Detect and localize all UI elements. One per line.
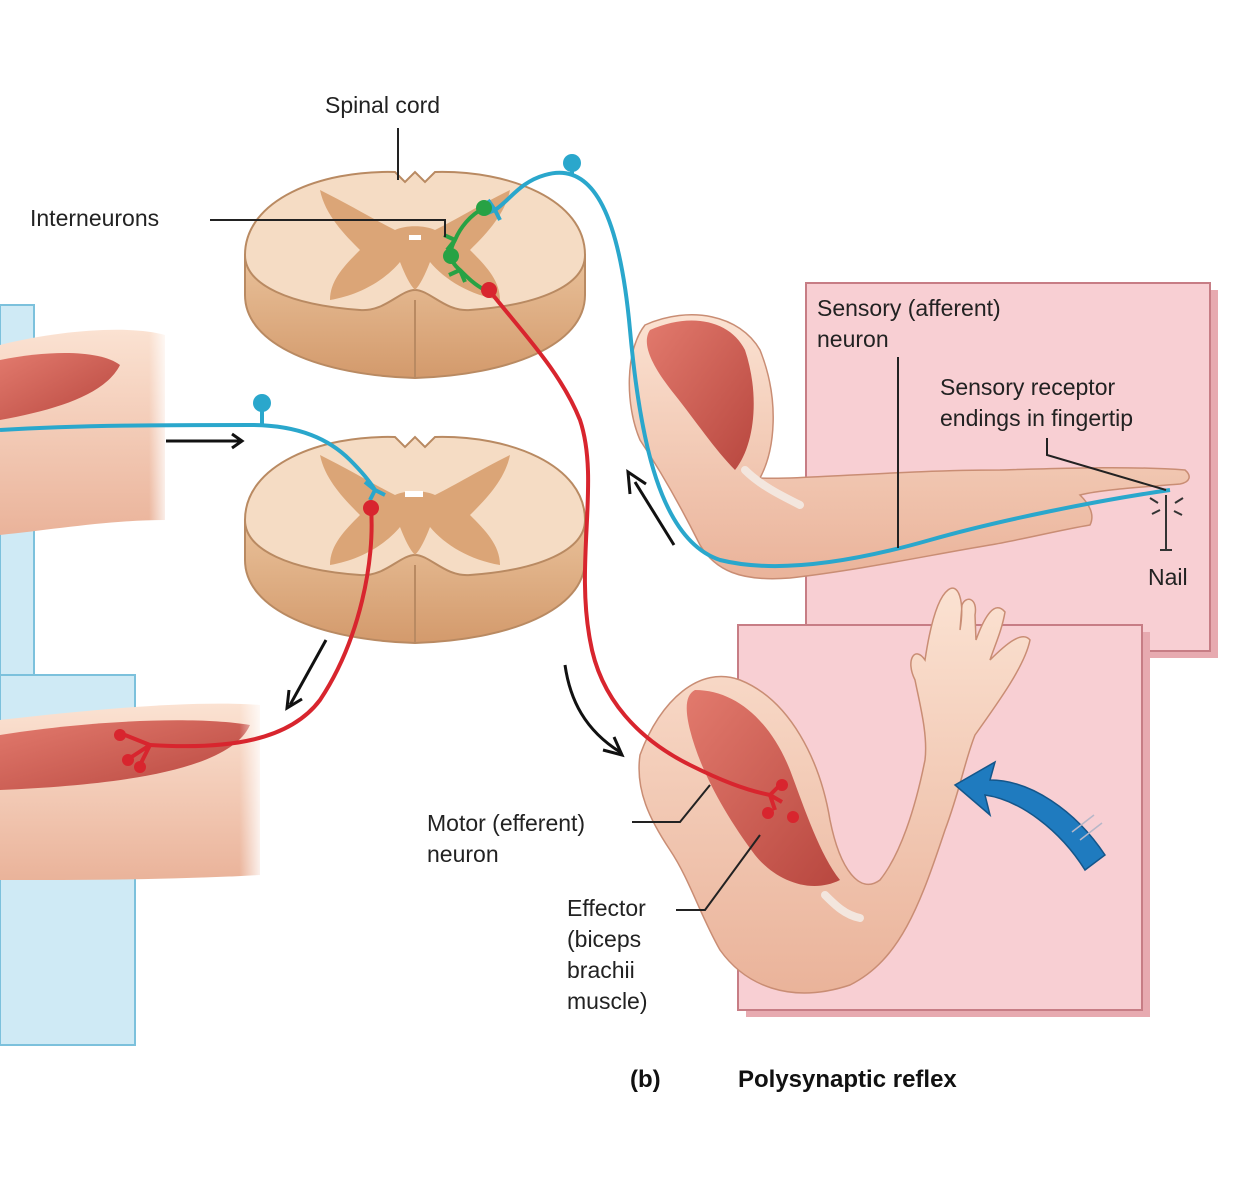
motor-neuron-path bbox=[124, 288, 784, 811]
motion-lines bbox=[1071, 814, 1103, 841]
effector-arm bbox=[638, 587, 1031, 994]
sensory-neuron-label: Sensory (afferent) neuron bbox=[817, 295, 1001, 352]
motor-neuron-label: Motor (efferent) neuron bbox=[427, 810, 586, 867]
leader-lines bbox=[210, 128, 1167, 911]
nail-label: Nail bbox=[1148, 564, 1188, 590]
left-arm-upper bbox=[0, 325, 170, 540]
interneurons-label: Interneurons bbox=[30, 205, 160, 231]
spinal-cord-label: Spinal cord bbox=[325, 92, 441, 118]
interneuron-cell-bodies bbox=[443, 200, 492, 264]
sensory-receptor-label: Sensory receptor endings in fingertip bbox=[940, 374, 1134, 431]
left-arm-lower bbox=[0, 695, 265, 885]
motor-neuron-cell-bodies bbox=[114, 282, 799, 823]
sensory-neuron-path bbox=[0, 163, 1171, 569]
movement-arrow bbox=[953, 760, 1107, 872]
nail-receptor bbox=[1149, 495, 1184, 551]
figure-title: Polysynaptic reflex bbox=[738, 1066, 957, 1093]
effector-label: Effector (biceps brachii muscle) bbox=[567, 895, 648, 1014]
spinal-cord-lower bbox=[243, 435, 587, 645]
flow-arrows bbox=[166, 432, 676, 758]
sensory-neuron-cell-bodies bbox=[253, 154, 581, 412]
panel-letter: (b) bbox=[630, 1066, 661, 1093]
